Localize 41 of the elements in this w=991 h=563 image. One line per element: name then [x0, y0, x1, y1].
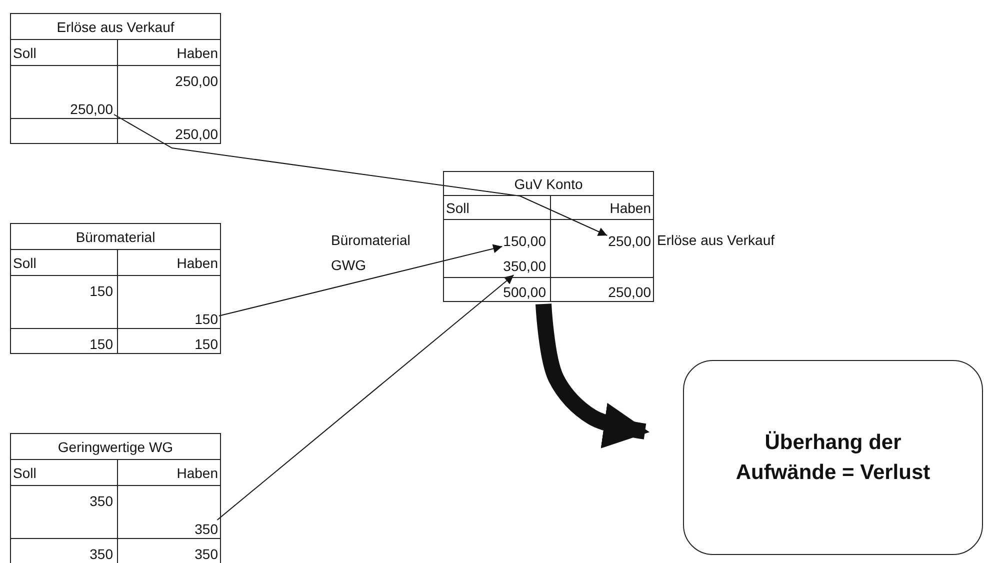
amount-text: 350,00 — [503, 258, 546, 274]
amount-text: 150,00 — [503, 233, 546, 249]
amount-text: 250,00 — [175, 73, 218, 89]
result-text: Überhang der Aufwände = Verlust — [734, 430, 932, 486]
column-header: Soll — [446, 200, 470, 216]
arrow — [218, 244, 503, 316]
amount-text: 500,00 — [503, 284, 546, 300]
amount-text: 250,00 — [608, 233, 651, 249]
column-header: Soll — [13, 45, 36, 61]
account-table — [10, 433, 221, 563]
table-title: Erlöse aus Verkauf — [56, 19, 174, 35]
column-header: Haben — [176, 255, 218, 271]
column-header: Soll — [13, 465, 36, 481]
table-title: GuV Konto — [514, 176, 583, 192]
amount-text: 150 — [194, 336, 218, 352]
arrow — [114, 114, 608, 236]
amount-text: 250,00 — [608, 284, 651, 300]
amount-text: 350 — [90, 493, 113, 509]
column-header: Haben — [176, 465, 218, 481]
account-table — [443, 171, 654, 302]
row-label: Erlöse aus Verkauf — [657, 232, 775, 248]
account-table — [10, 13, 221, 144]
amount-text: 250,00 — [70, 101, 113, 117]
amount-text: 350 — [194, 521, 218, 537]
row-label: GWG — [331, 257, 366, 273]
amount-text: 150 — [194, 311, 218, 327]
table-title: Büromaterial — [76, 229, 156, 245]
amount-text: 350 — [90, 546, 113, 562]
table-title: Geringwertige WG — [58, 439, 174, 455]
row-label: Büromaterial — [331, 232, 410, 248]
arrow — [216, 274, 514, 520]
curved-arrow — [536, 304, 650, 448]
amount-text: 350 — [194, 546, 218, 562]
column-header: Soll — [13, 255, 36, 271]
account-table — [10, 223, 221, 354]
column-header: Haben — [176, 45, 218, 61]
result-box — [683, 360, 983, 555]
column-header: Haben — [610, 200, 651, 216]
amount-text: 250,00 — [175, 126, 218, 142]
amount-text: 150 — [90, 283, 113, 299]
amount-text: 150 — [90, 336, 113, 352]
